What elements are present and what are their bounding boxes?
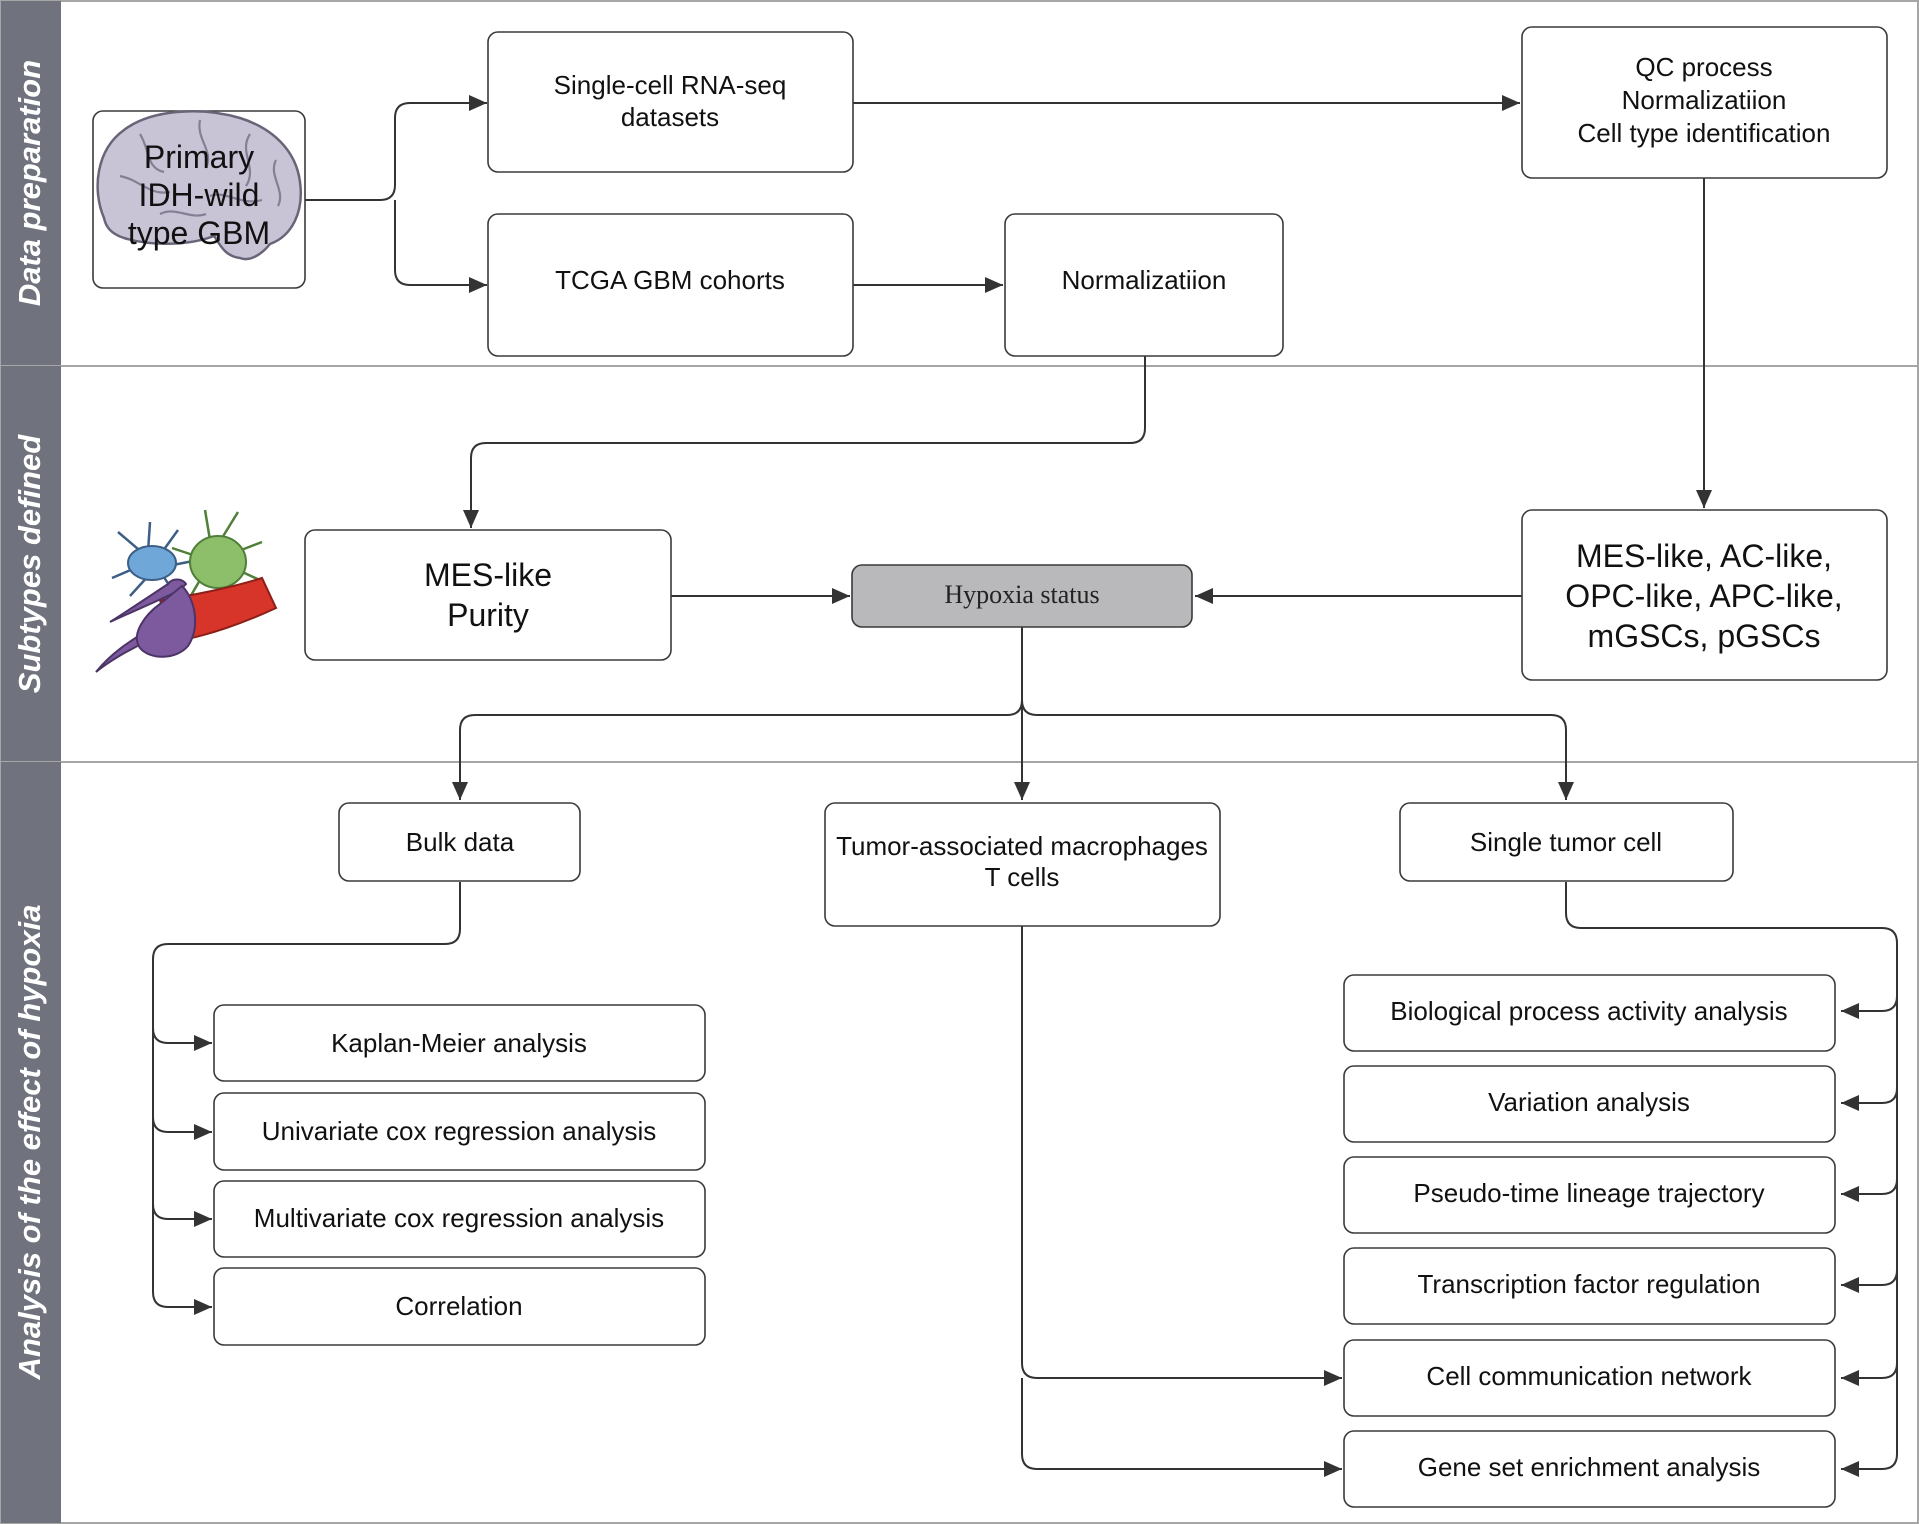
arrow-tam-to-gsea [1021,1378,1342,1477]
tam-line-1: Tumor-associated macrophages [836,831,1208,861]
transcription-factor-label: Transcription factor regulation [1418,1269,1761,1299]
tam-box: Tumor-associated macrophages T cells [824,802,1221,927]
list-item: Transcription factor regulation [1343,1247,1836,1325]
subtypes-line-2: OPC-like, APC-like, [1565,578,1842,614]
bulk-analysis-list: Kaplan-Meier analysis Univariate cox reg… [213,1004,706,1346]
mes-purity-line-2: Purity [447,597,529,633]
univariate-label: Univariate cox regression analysis [262,1116,657,1146]
section-analysis-hypoxia: Analysis of the effect of hypoxia [0,761,1919,1524]
gsea-label: Gene set enrichment analysis [1418,1452,1761,1482]
qc-line-1: QC process [1635,52,1772,82]
arrow-single-to-transcription-factor [1841,1269,1898,1293]
list-item: Pseudo-time lineage trajectory [1343,1156,1836,1234]
source-line-3: type GBM [128,215,270,251]
source-line-1: Primary [144,139,254,175]
subtypes-line-1: MES-like, AC-like, [1576,538,1832,574]
arrow-source-to-tcga [394,200,487,293]
tam-line-2: T cells [985,862,1060,892]
normalization-label: Normalizatiion [1062,265,1227,295]
multivariate-label: Multivariate cox regression analysis [254,1203,664,1233]
hypoxia-status-label: Hypoxia status [944,580,1099,609]
bulk-data-label: Bulk data [406,827,515,857]
tcga-box: TCGA GBM cohorts [487,213,854,357]
arrow-hypoxia-to-bulk [452,699,1023,800]
list-item: Univariate cox regression analysis [213,1092,706,1171]
normalization-box: Normalizatiion [1004,213,1284,357]
cells-icon [95,509,278,673]
arrow-single-to-gsea [1565,882,1898,1477]
arrow-normalization-to-mes-purity [463,356,1146,528]
scrna-line-2: datasets [621,102,719,132]
arrow-bulk-to-correlation [152,882,461,1315]
single-tumor-cell-label: Single tumor cell [1470,827,1662,857]
qc-box: QC process Normalizatiion Cell type iden… [1521,26,1888,179]
source-line-2: IDH-wild [139,177,260,213]
qc-line-3: Cell type identification [1578,118,1831,148]
list-item: Gene set enrichment analysis [1343,1430,1836,1508]
list-item: Cell communication network [1343,1339,1836,1417]
mes-purity-box: MES-like Purity [304,529,672,661]
source-node: Primary IDH-wild type GBM [92,110,306,289]
mes-purity-line-1: MES-like [424,557,552,593]
list-item: Kaplan-Meier analysis [213,1004,706,1082]
tcga-label: TCGA GBM cohorts [555,265,785,295]
arrow-single-to-pseudo-time [1841,1178,1898,1202]
bulk-data-box: Bulk data [338,802,581,882]
section-label-subtypes-defined: Subtypes defined [12,434,47,693]
kaplan-meier-label: Kaplan-Meier analysis [331,1028,587,1058]
list-item: Correlation [213,1267,706,1346]
arrow-source-to-scrna [305,95,487,201]
connectors [152,95,1898,1477]
list-item: Multivariate cox regression analysis [213,1180,706,1258]
arrow-bulk-to-multivariate [152,1203,212,1227]
qc-line-2: Normalizatiion [1622,85,1787,115]
list-item: Variation analysis [1343,1065,1836,1143]
pseudo-time-label: Pseudo-time lineage trajectory [1413,1178,1764,1208]
scrna-line-1: Single-cell RNA-seq [554,70,787,100]
arrow-bulk-to-univariate [152,1116,212,1140]
correlation-label: Correlation [395,1291,522,1321]
brain-icon [96,110,302,261]
hypoxia-status-box: Hypoxia status [851,564,1193,628]
arrow-single-to-cell-communication [1841,1362,1898,1386]
section-label-analysis-hypoxia: Analysis of the effect of hypoxia [12,905,47,1381]
arrow-bulk-to-kaplan [152,1027,212,1051]
cell-communication-label: Cell communication network [1426,1361,1752,1391]
scrna-box: Single-cell RNA-seq datasets [487,31,854,173]
variation-label: Variation analysis [1488,1087,1690,1117]
arrow-tam-to-cell-communication [1021,926,1342,1386]
section-label-data-preparation: Data preparation [12,60,47,306]
subtypes-line-3: mGSCs, pGSCs [1588,618,1821,654]
list-item: Biological process activity analysis [1343,974,1836,1052]
arrow-single-to-variation [1841,1087,1898,1111]
single-analysis-list: Biological process activity analysis Var… [1343,974,1836,1508]
biological-process-label: Biological process activity analysis [1390,996,1787,1026]
single-tumor-cell-box: Single tumor cell [1399,802,1734,882]
arrow-hypoxia-to-single [1021,699,1574,800]
subtypes-box: MES-like, AC-like, OPC-like, APC-like, m… [1521,509,1888,681]
arrow-single-to-biological-process [1841,995,1898,1019]
